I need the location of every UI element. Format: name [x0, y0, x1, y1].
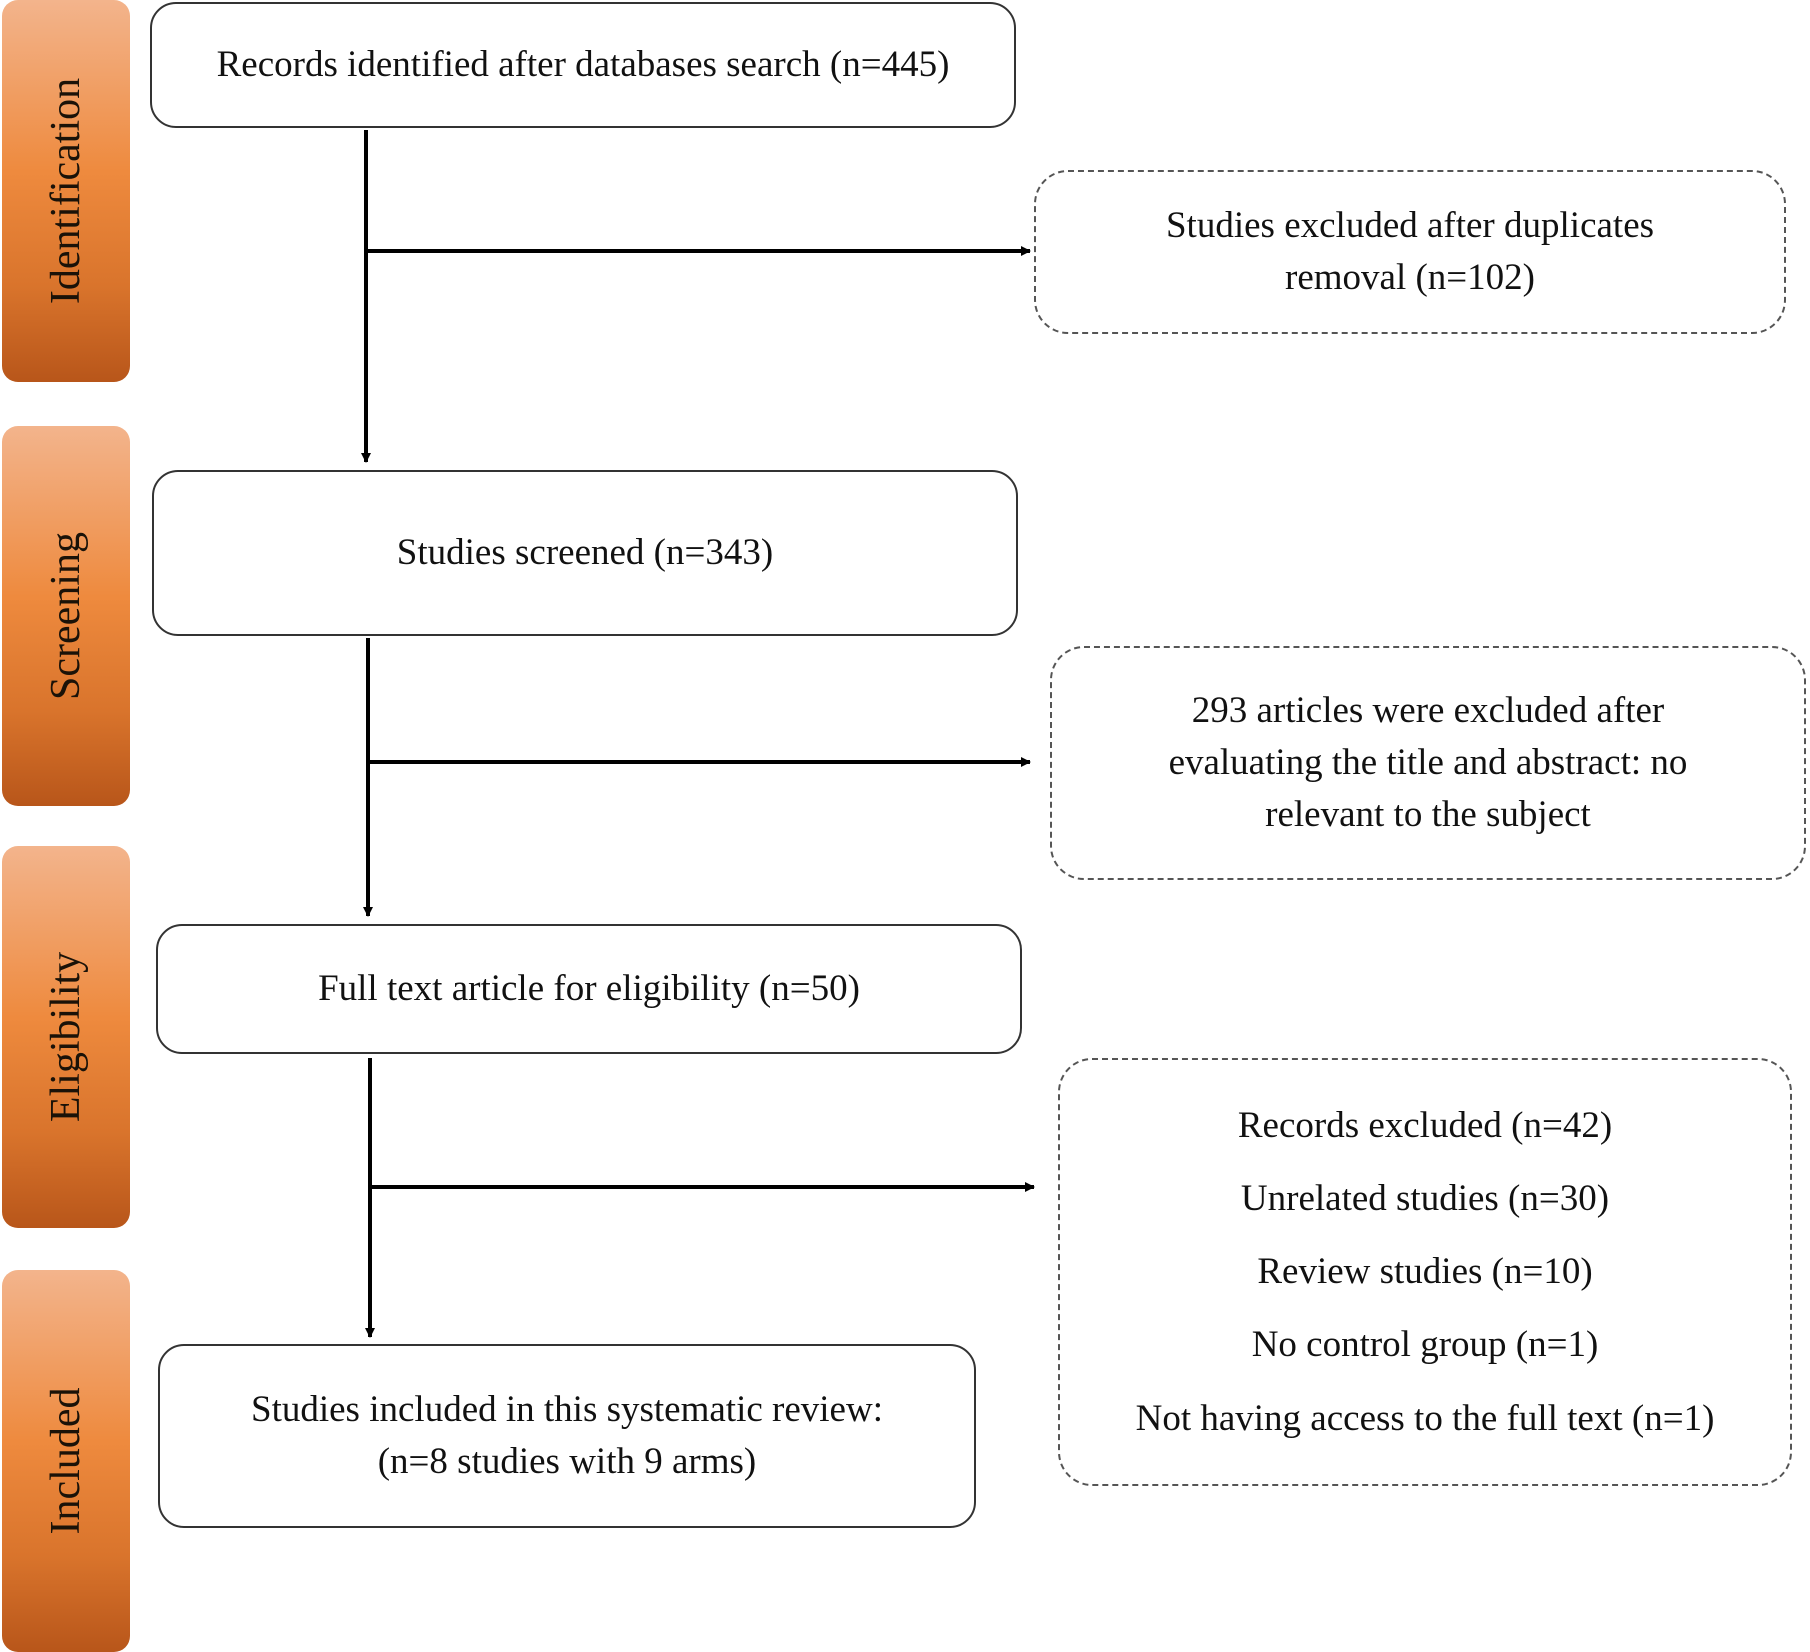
records-excluded-item: No control group (n=1)	[1251, 1324, 1599, 1366]
box-records-excluded: Records excluded (n=42) Unrelated studie…	[1058, 1058, 1792, 1486]
records-excluded-item: Review studies (n=10)	[1257, 1251, 1593, 1293]
records-excluded-item: Records excluded (n=42)	[1237, 1104, 1613, 1146]
title-abstract-excluded-line1: 293 articles were excluded after	[1191, 690, 1665, 732]
phase-screening: Screening	[2, 426, 130, 806]
records-excluded-item: Unrelated studies (n=30)	[1240, 1177, 1610, 1219]
studies-screened-text: Studies screened (n=343)	[396, 532, 774, 574]
box-included-studies: Studies included in this systematic revi…	[158, 1344, 976, 1528]
box-records-identified: Records identified after databases searc…	[150, 2, 1016, 128]
box-full-text-eligibility: Full text article for eligibility (n=50)	[156, 924, 1022, 1054]
phase-eligibility: Eligibility	[2, 846, 130, 1228]
box-duplicates-excluded: Studies excluded after duplicates remova…	[1034, 170, 1786, 334]
phase-identification: Identification	[2, 0, 130, 382]
box-studies-screened: Studies screened (n=343)	[152, 470, 1018, 636]
title-abstract-excluded-line2: evaluating the title and abstract: no	[1168, 742, 1688, 784]
records-identified-text: Records identified after databases searc…	[216, 44, 950, 86]
duplicates-excluded-line2: removal (n=102)	[1285, 257, 1535, 298]
included-studies-line1: Studies included in this systematic revi…	[251, 1389, 883, 1431]
phase-included: Included	[2, 1270, 130, 1652]
duplicates-excluded-line1: Studies excluded after duplicates	[1165, 205, 1655, 247]
title-abstract-excluded-line3: relevant to the subject	[1265, 793, 1591, 835]
full-text-eligibility-text: Full text article for eligibility (n=50)	[318, 968, 860, 1010]
box-title-abstract-excluded: 293 articles were excluded after evaluat…	[1050, 646, 1806, 880]
included-studies-line2: (n=8 studies with 9 arms)	[377, 1441, 757, 1482]
records-excluded-item: Not having access to the full text (n=1)	[1135, 1397, 1715, 1439]
